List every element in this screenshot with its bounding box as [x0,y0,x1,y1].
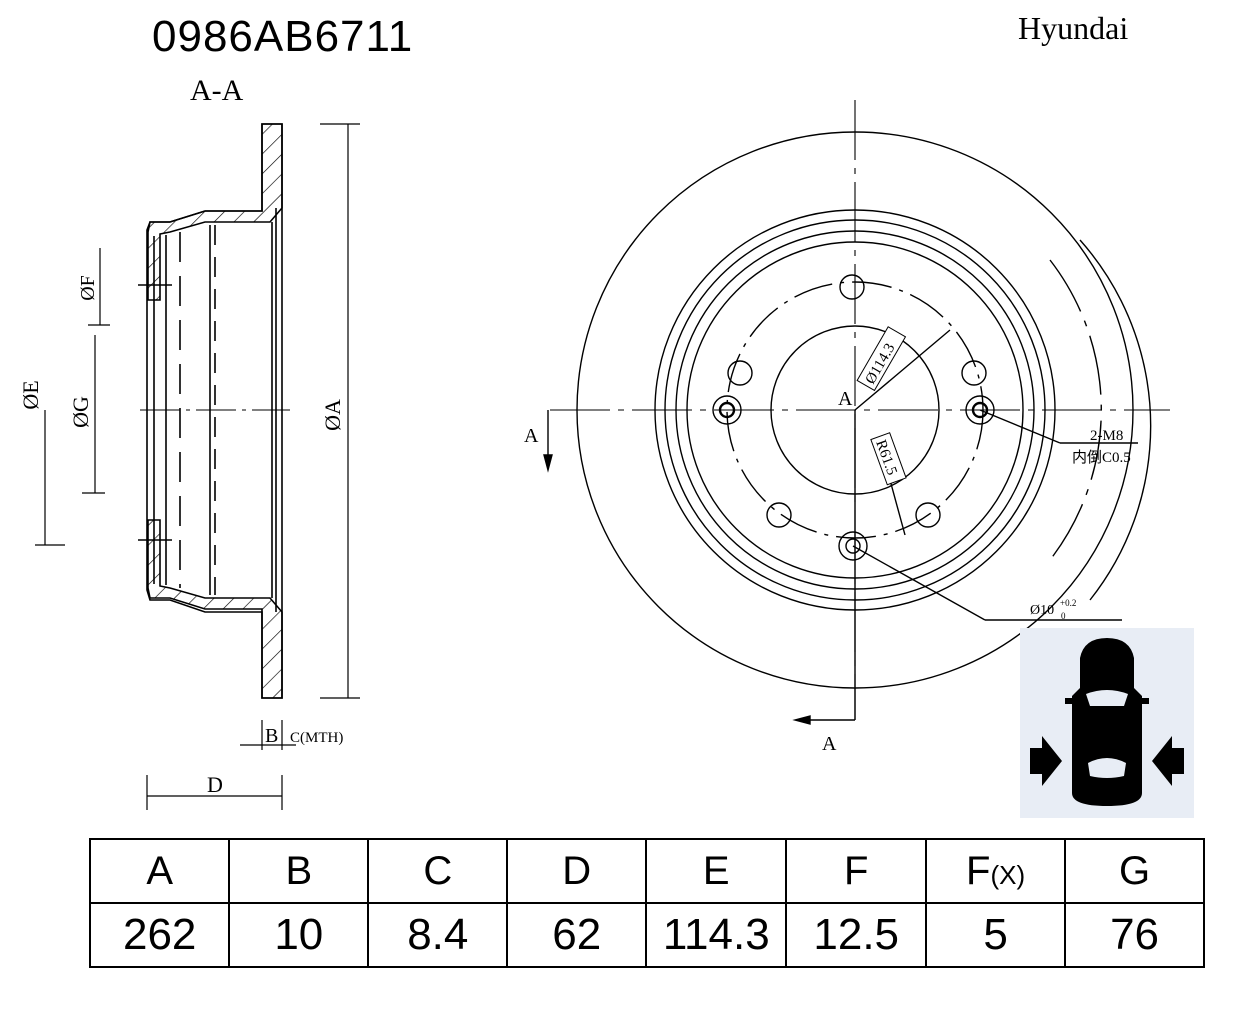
header-a: A [88,838,231,904]
part-number: 0986AB6711 [152,12,414,61]
thread-annotation: 2-M8 [1090,428,1123,444]
brand-name: Hyundai [1018,10,1129,46]
section-dimensions [35,123,360,810]
value-a: 262 [88,902,231,968]
hole-tol-upper: +0.2 [1060,598,1076,608]
value-b: 10 [228,902,370,968]
dim-label-g: ØG [68,396,93,428]
value-e: 114.3 [645,902,788,968]
header-fx-label: F [966,848,991,893]
dim-label-f: ØF [77,275,99,301]
value-d: 62 [506,902,648,968]
table-value-row: 262 10 8.4 62 114.3 12.5 5 76 [88,902,1205,968]
table-header-row: A B C D E F F(X) G [88,838,1205,904]
value-g: 76 [1064,902,1205,968]
section-marker-left: A [524,425,539,447]
value-c: 8.4 [367,902,509,968]
header-d: D [506,838,648,904]
chamfer-annotation: 内倒C0.5 [1072,449,1131,466]
center-marker: A [838,388,853,410]
technical-drawing: A-A ØA [18,74,1170,810]
section-marker-bottom: A [822,733,837,755]
header-fx-subscript: (X) [990,859,1026,890]
dim-label-e: ØE [18,380,43,409]
value-f: 12.5 [785,902,928,968]
rear-axle-car-icon [1020,628,1194,818]
value-fx: 5 [925,902,1067,968]
front-view [543,100,1170,725]
hole-annotation: Ø10 [1030,603,1054,618]
header-e: E [645,838,788,904]
dim-label-b: B [265,725,278,747]
section-label: A-A [190,74,244,107]
header-f: F [785,838,928,904]
header-c: C [367,838,509,904]
dim-label-c: C(MTH) [290,730,343,746]
dim-label-a: ØA [320,399,345,431]
hole-tol-lower: 0 [1061,611,1066,621]
header-fx: F(X) [925,838,1067,904]
header-g: G [1064,838,1205,904]
header-b: B [228,838,370,904]
section-view [138,123,290,699]
dimensions-table: A B C D E F F(X) G 262 10 8.4 62 114.3 1… [88,838,1205,968]
dim-label-d: D [207,772,223,797]
